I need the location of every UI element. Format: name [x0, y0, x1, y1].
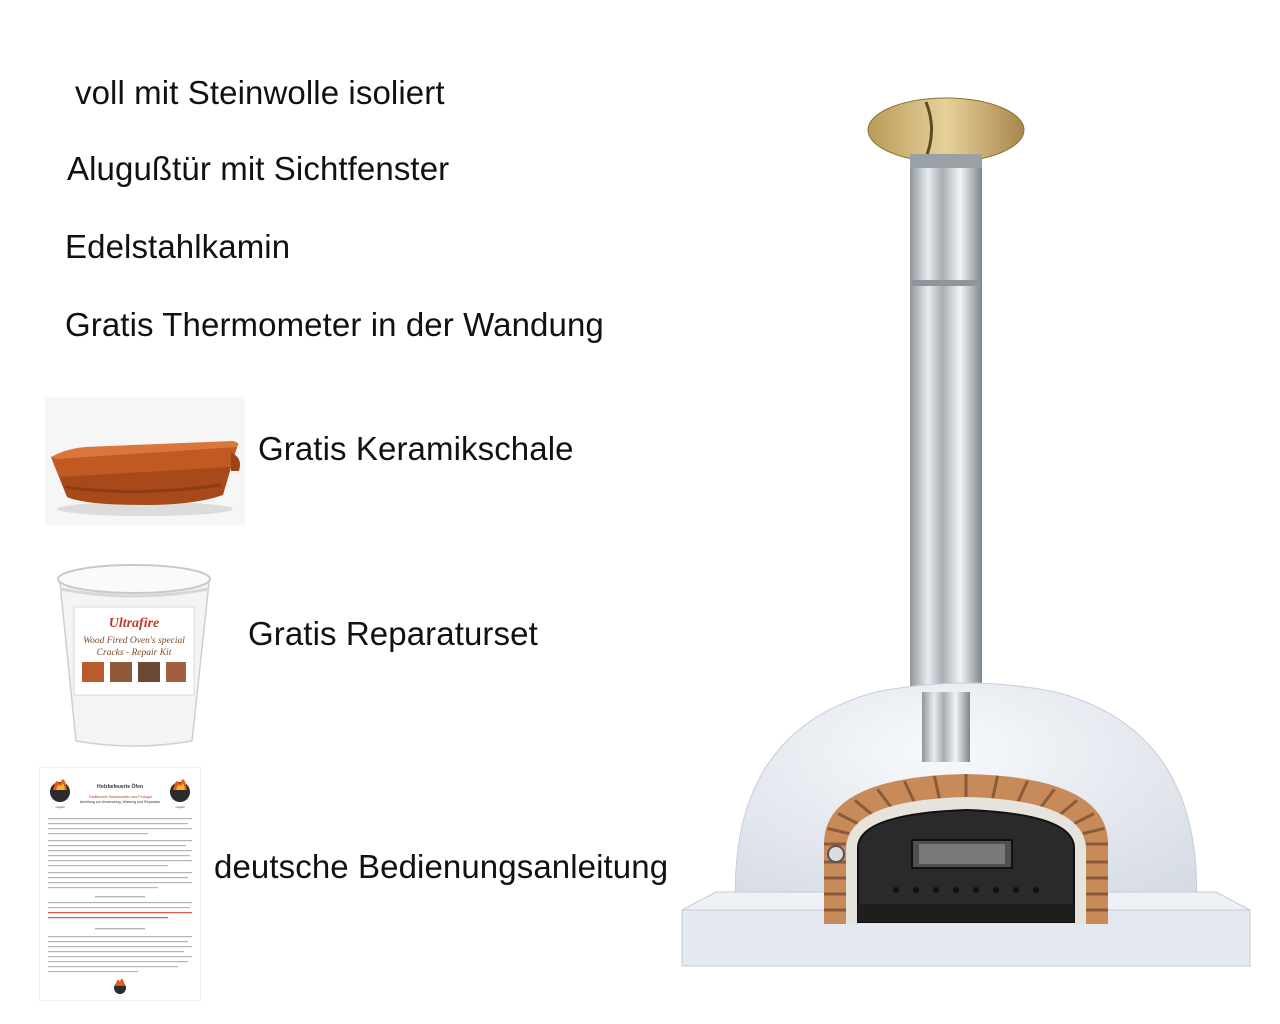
brick-joint: [827, 826, 850, 836]
bucket-line2: Cracks - Repair Kit: [97, 648, 172, 658]
feature-door: Alugußtür mit Sichtfenster: [67, 150, 450, 187]
brick-joint: [1039, 788, 1056, 809]
manual-label: deutsche Bedienungsanleitung: [214, 848, 669, 885]
brick-joint: [932, 775, 941, 799]
manual-title: Holzbefeuerte Öfen: [97, 783, 143, 790]
manual-page-image: Holzbefeuerte Öfen Traditionelle Holzbac…: [40, 768, 200, 1000]
brick-joint: [1058, 799, 1078, 816]
repair-set-label: Gratis Reparaturset: [248, 615, 538, 652]
manual-subtitle2: Anleitung zur Anwendung, Wartung und Rep…: [80, 800, 161, 804]
manual-logo-right: megrill: [176, 805, 185, 809]
ceramic-bowl-image: [45, 397, 245, 525]
feature-chimney: Edelstahlkamin: [65, 228, 291, 265]
thermometer-icon: [827, 845, 845, 863]
bucket-line1: Wood Fired Oven's special: [83, 636, 185, 646]
brick-arch: [824, 774, 1108, 912]
brick-joint: [1016, 780, 1029, 803]
brick-joint: [903, 780, 916, 803]
brick-joint: [1073, 812, 1095, 825]
manual-subtitle: Traditionelle Holzbacköfen aus Portugal: [88, 795, 152, 799]
feature-thermometer: Gratis Thermometer in der Wandung: [65, 306, 604, 343]
manual-logo-left: megrill: [56, 805, 65, 809]
bucket-brand: Ultrafire: [109, 616, 160, 631]
brick-joint: [854, 799, 874, 816]
brick-joint: [1082, 826, 1105, 836]
bowl-label: Gratis Keramikschale: [258, 430, 574, 467]
repair-kit-bucket-image: Ultrafire Wood Fired Oven's special Crac…: [52, 555, 217, 750]
brick-joint: [837, 812, 859, 825]
brick-joint: [991, 775, 1000, 799]
feature-insulation: voll mit Steinwolle isoliert: [75, 74, 445, 111]
brick-joint: [876, 788, 893, 809]
pizza-oven-image: [676, 92, 1256, 972]
